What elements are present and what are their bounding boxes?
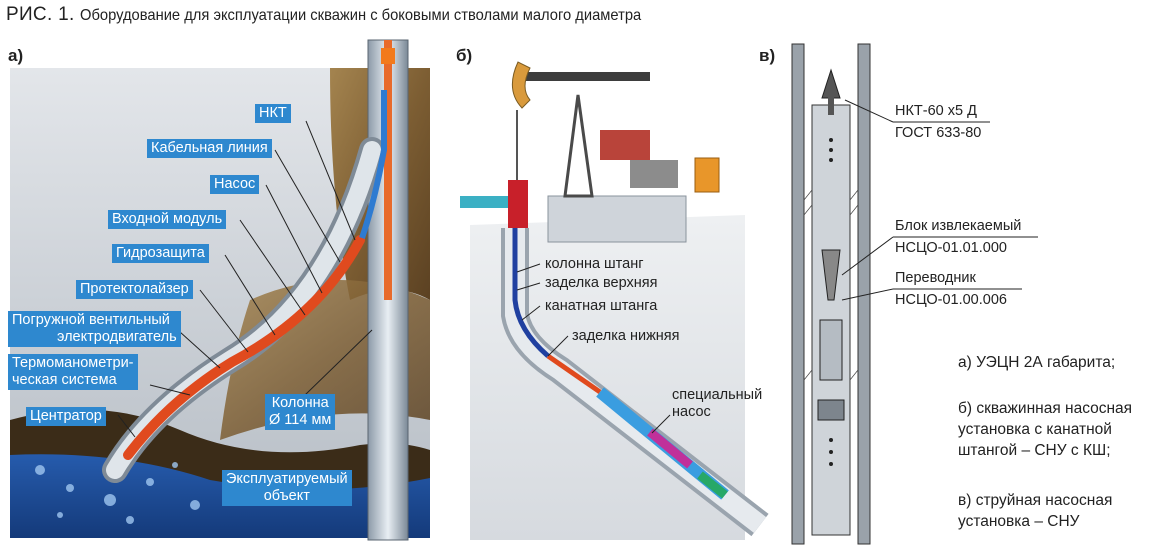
tag-exploited-object: Эксплуатируемый объект bbox=[222, 470, 352, 506]
panel-a-letter: а) bbox=[8, 46, 24, 65]
tag-nkt: НКТ bbox=[255, 104, 291, 123]
wellhead-b bbox=[508, 180, 528, 228]
nkt-tubing bbox=[359, 90, 387, 239]
pumpjack-beam bbox=[520, 72, 650, 81]
label-special-line1: специальный bbox=[672, 387, 763, 403]
panel-c-callout-lines bbox=[841, 99, 1038, 301]
outer-wall-left bbox=[791, 43, 805, 545]
pumpjack-platform bbox=[547, 195, 687, 243]
legend-b-line3: штангой – СНУ с КШ; bbox=[958, 442, 1111, 459]
label-upper-joint: заделка верхняя bbox=[545, 275, 658, 291]
tag-object-line2: объект bbox=[263, 488, 310, 504]
tag-motor: Погружной вентильный электродвигатель bbox=[8, 311, 181, 347]
tag-thermo-system: Термоманометри- ческая система bbox=[8, 354, 138, 390]
tag-inlet-module: Входной модуль bbox=[108, 210, 227, 229]
panel-a-callout-lines bbox=[117, 120, 373, 438]
label-gost: ГОСТ 633-80 bbox=[895, 125, 982, 141]
label-special-pump: специальный насос bbox=[672, 387, 762, 421]
tag-column-line1: Колонна bbox=[271, 395, 329, 411]
legend-c-line2: установка – СНУ bbox=[958, 513, 1080, 530]
casing-b-inner bbox=[505, 228, 767, 533]
pumpjack-crank bbox=[600, 130, 650, 160]
tag-motor-line1: Погружной вентильный bbox=[12, 312, 170, 328]
legend-b-line2: установка с канатной bbox=[958, 421, 1112, 438]
control-box bbox=[694, 157, 720, 193]
legend-a: а) УЭЦН 2А габарита; bbox=[958, 354, 1116, 371]
label-extractable-block: Блок извлекаемый bbox=[895, 218, 1022, 234]
tag-cable-line: Кабельная линия bbox=[147, 139, 272, 158]
tag-thermo-line1: Термоманометри- bbox=[12, 355, 134, 371]
tag-centrator: Центратор bbox=[26, 407, 106, 426]
tag-hydroprotection: Гидрозащита bbox=[112, 244, 209, 263]
label-lower-joint: заделка нижняя bbox=[572, 328, 680, 344]
special-pump-tail bbox=[697, 471, 728, 499]
pumpjack-horsehead bbox=[511, 61, 531, 109]
packer-seal bbox=[817, 399, 845, 421]
special-pump-section bbox=[647, 428, 693, 469]
label-cable-rod: канатная штанга bbox=[545, 298, 658, 314]
panel-b-callout-lines bbox=[516, 263, 671, 434]
nozzle bbox=[821, 249, 841, 301]
tag-column-line2: Ø 114 мм bbox=[269, 412, 332, 428]
figure-number: РИС. 1. bbox=[6, 4, 75, 25]
main-casing-tubing bbox=[384, 40, 392, 300]
panel-c-letter: в) bbox=[759, 46, 776, 65]
label-rod-column: колонна штанг bbox=[545, 256, 644, 272]
cable-rod bbox=[546, 353, 602, 395]
tag-pump: Насос bbox=[210, 175, 260, 194]
throat bbox=[819, 319, 843, 381]
panel-b-letter: б) bbox=[456, 46, 473, 65]
arrow-stem bbox=[828, 95, 834, 115]
label-special-line2: насос bbox=[672, 404, 711, 420]
wall-hatching bbox=[803, 189, 859, 381]
flow-arrow-up bbox=[821, 68, 841, 99]
flowline-b bbox=[460, 196, 508, 208]
esp-string bbox=[123, 235, 365, 460]
pumpjack-tower bbox=[563, 94, 594, 198]
wellhead-top bbox=[381, 48, 395, 64]
pumpjack-gearbox bbox=[630, 160, 678, 188]
label-nkt-60: НКТ-60 х5 Д bbox=[895, 103, 977, 119]
rod-string bbox=[512, 228, 550, 358]
legend-b-line1: б) скважинная насосная bbox=[958, 400, 1133, 417]
tag-thermo-line2: ческая система bbox=[12, 372, 117, 388]
formation-dark bbox=[10, 409, 430, 490]
port-holes-lower bbox=[829, 438, 833, 466]
tag-motor-line2: электродвигатель bbox=[57, 329, 177, 345]
figure-title: Оборудование для эксплуатации скважин с … bbox=[79, 7, 642, 24]
tag-column: Колонна Ø 114 мм bbox=[265, 394, 336, 430]
tag-object-line1: Эксплуатируемый bbox=[226, 471, 348, 487]
label-adapter-code: НСЦО-01.00.006 bbox=[895, 292, 1007, 308]
legend-c-line1: в) струйная насосная bbox=[958, 492, 1113, 509]
label-adapter: Переводник bbox=[895, 270, 976, 286]
legend-b: б) скважинная насосная установка с канат… bbox=[958, 398, 1132, 461]
label-block-code: НСЦО-01.01.000 bbox=[895, 240, 1007, 256]
port-holes-upper bbox=[829, 138, 833, 162]
legend-c: в) струйная насосная установка – СНУ bbox=[958, 490, 1112, 532]
tag-protectolizer: Протектолайзер bbox=[76, 280, 193, 299]
figure-caption: РИС. 1. Оборудование для эксплуатации ск… bbox=[6, 4, 690, 26]
